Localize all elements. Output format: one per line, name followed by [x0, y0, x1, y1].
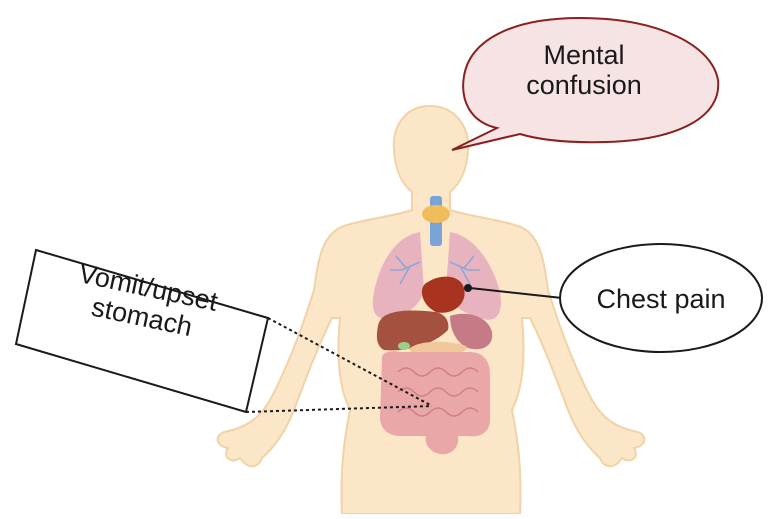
thyroid [422, 205, 450, 223]
chest-pain-label: Chest pain [566, 284, 756, 314]
chest-pointer-dot [464, 284, 472, 292]
gallbladder [398, 342, 410, 350]
mental-confusion-label: Mental confusion [494, 40, 674, 100]
mental-confusion-line-2: confusion [494, 70, 674, 100]
mental-confusion-line-1: Mental [494, 40, 674, 70]
